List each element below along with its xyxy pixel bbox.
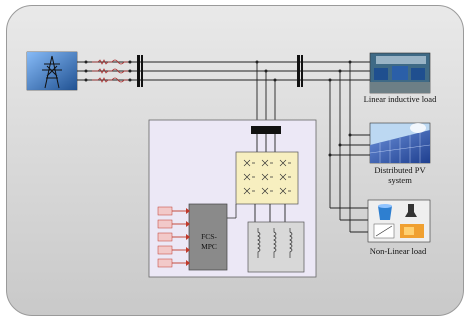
nonlinear-load-label: Non-Linear load xyxy=(369,246,427,256)
load-feeders xyxy=(329,62,370,233)
breaker-2 xyxy=(297,55,303,87)
controller-label: FCS-MPC xyxy=(201,232,217,251)
breaker-1 xyxy=(137,55,143,87)
output-filter xyxy=(251,126,281,152)
nonlinear-load-icon xyxy=(367,199,431,243)
controller-block xyxy=(188,203,228,271)
controller-inputs xyxy=(157,206,190,268)
solar-panel-icon xyxy=(369,122,431,164)
grid-tower-icon xyxy=(26,51,78,91)
dc-storage xyxy=(247,221,305,273)
three-phase-bus xyxy=(77,61,370,81)
motor-load-icon xyxy=(369,52,431,94)
pv-label: Distributed PV system xyxy=(374,165,426,185)
line-impedance xyxy=(92,59,128,83)
inverter-bridge xyxy=(235,151,299,205)
linear-load-label: Linear inductive load xyxy=(363,94,437,104)
